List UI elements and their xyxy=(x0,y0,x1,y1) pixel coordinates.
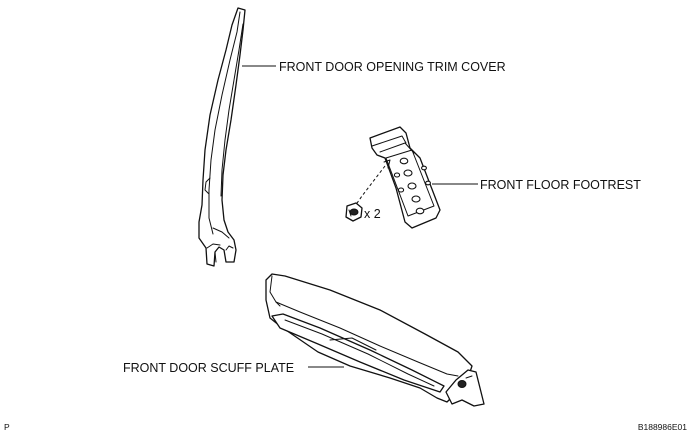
opening-trim-cover-label: FRONT DOOR OPENING TRIM COVER xyxy=(279,60,506,74)
front-floor-footrest xyxy=(369,126,441,229)
front-door-scuff-plate xyxy=(265,273,485,407)
figure-code: B188986E01 xyxy=(638,422,687,432)
clip-fastener-icon xyxy=(345,202,363,222)
footrest-label: FRONT FLOOR FOOTREST xyxy=(480,178,641,192)
front-door-opening-trim-cover xyxy=(198,7,246,267)
corner-mark-left: P xyxy=(4,422,10,432)
scuff-plate-label: FRONT DOOR SCUFF PLATE xyxy=(123,361,294,375)
clip-dashed-guide xyxy=(354,165,386,207)
clip-quantity-label: x 2 xyxy=(364,207,381,221)
